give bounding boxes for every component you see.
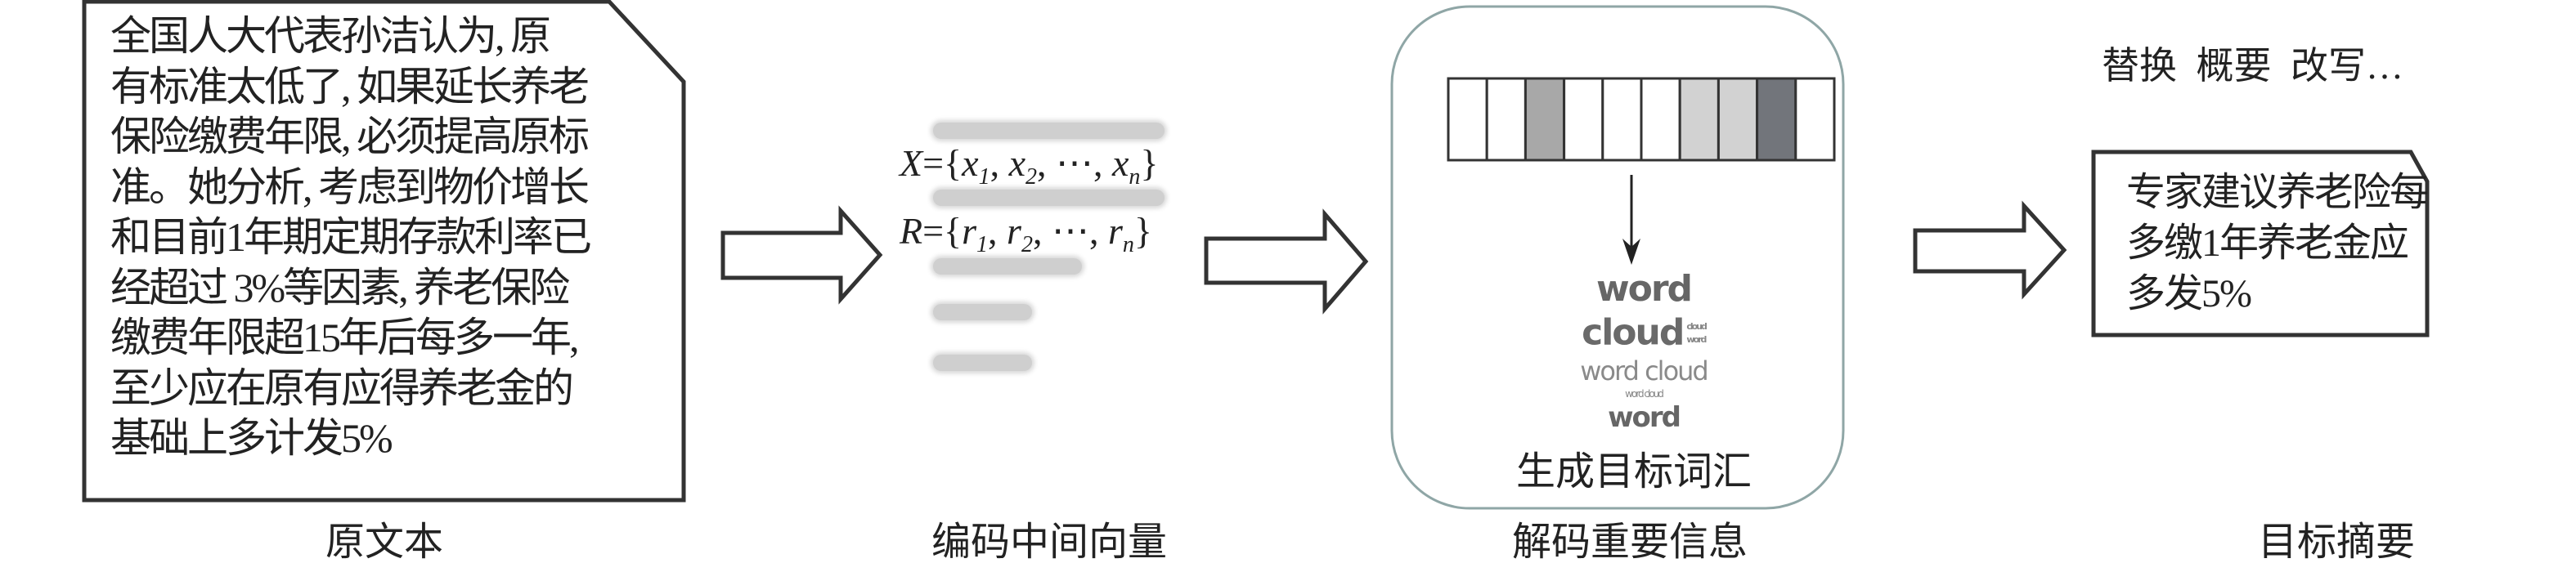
word-cloud-word: word cloud (1625, 388, 1664, 400)
text-line: 保险缴费年限, 必须提高原标 (110, 114, 590, 159)
text-line: 经超过 3%等因素, 养老保险 (110, 264, 570, 311)
attention-cell (1447, 77, 1488, 162)
summary-text: 专家建议养老险每 多缴1年养老金应 多发5% (2126, 168, 2429, 320)
text-line: 有标准太低了, 如果延长养老 (110, 63, 590, 109)
attention-cell (1601, 77, 1643, 162)
attention-cell (1485, 77, 1527, 162)
arrow-right-icon (1204, 208, 1369, 315)
vector-bar (933, 355, 1032, 371)
text-line: 至少应在原有应得养老金的 (110, 364, 574, 411)
source-document-box (82, 0, 686, 503)
text-line: 多缴1年养老金应 (2126, 221, 2409, 265)
text-line: 多发5% (2126, 272, 2252, 315)
text-line: 全国人大代表孙洁认为, 原 (110, 13, 551, 59)
attention-cell (1563, 77, 1604, 162)
formula-x: X={x1, x2, ⋯, xn} (900, 142, 1159, 190)
caption-summary: 目标摘要 (2257, 521, 2416, 564)
text-line: 专家建议养老险每 (2126, 171, 2429, 214)
text-line: 缴费年限超15年后每多一年, (110, 315, 580, 360)
arrow-right-icon (1913, 200, 2067, 300)
arrow-right-icon (720, 205, 883, 305)
summary-document-box (2091, 150, 2430, 337)
caption-encoder: 编码中间向量 (931, 521, 1168, 564)
vector-bar (933, 304, 1032, 320)
text-line: 准。她分析, 考虑到物价增长 (110, 163, 590, 210)
arrow-down-head (1622, 239, 1640, 265)
vector-bar (933, 123, 1165, 139)
attention-cell (1524, 77, 1566, 162)
vector-bar (933, 258, 1082, 275)
caption-decoder: 解码重要信息 (1511, 521, 1748, 564)
word-cloud-word: word cloud (1580, 355, 1708, 387)
text-line: 和目前1年期定期存款利率已 (110, 214, 592, 260)
attention-cells (1447, 77, 1836, 162)
attention-cell (1678, 77, 1720, 162)
word-cloud-word: word (1608, 401, 1681, 434)
operations-label: 替换 概要 改写… (2102, 45, 2403, 87)
attention-cell (1756, 77, 1797, 162)
word-cloud-word: word (1595, 268, 1693, 310)
vector-bar (933, 190, 1165, 206)
attention-cell (1640, 77, 1681, 162)
attention-cell (1794, 77, 1836, 162)
text-line: 基础上多计发5% (110, 415, 393, 461)
formula-r: R={r1, r2, ⋯, rn} (900, 210, 1152, 258)
caption-source: 原文本 (325, 521, 444, 564)
decoder-label: 生成目标词汇 (1515, 450, 1752, 494)
attention-cell (1717, 77, 1759, 162)
source-text: 全国人大代表孙洁认为, 原 有标准太低了, 如果延长养老 保险缴费年限, 必须提… (110, 11, 592, 464)
